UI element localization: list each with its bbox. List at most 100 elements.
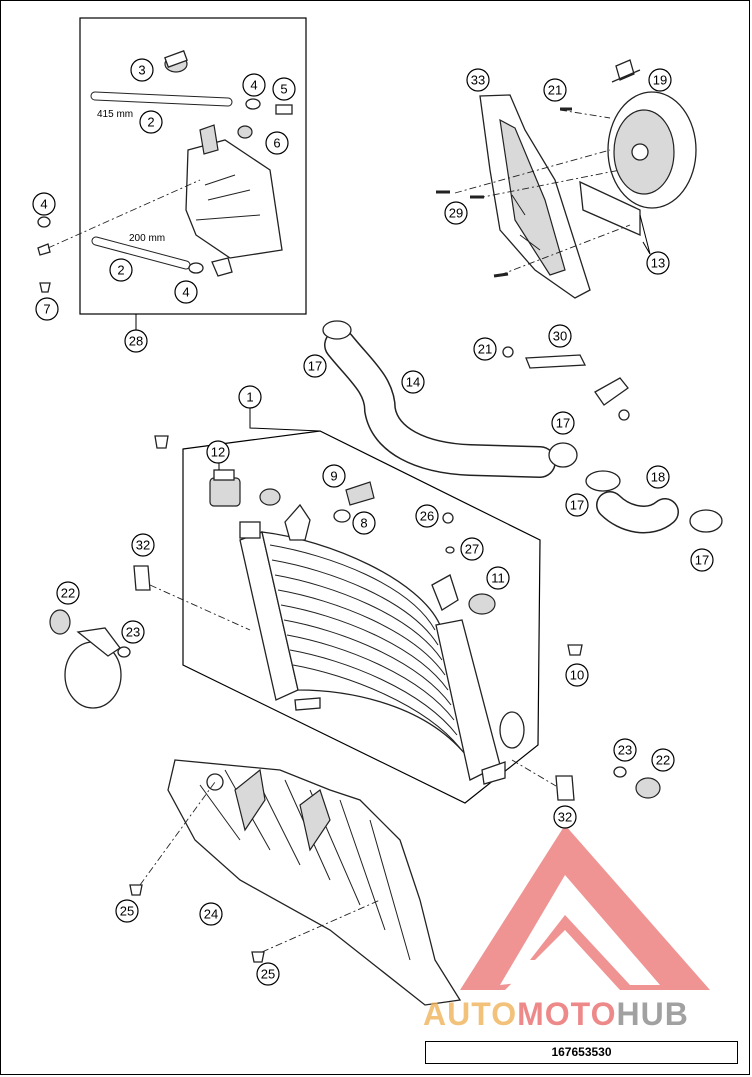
svg-text:30: 30 xyxy=(553,329,567,344)
callout-25-lower: 25 xyxy=(256,962,280,986)
svg-text:21: 21 xyxy=(478,342,492,357)
svg-text:33: 33 xyxy=(471,73,485,88)
callout-17-hose-top: 17 xyxy=(303,354,327,378)
screws-25 xyxy=(129,884,265,963)
fan-assembly-leaders xyxy=(454,109,631,276)
svg-text:4: 4 xyxy=(182,285,189,300)
callout-23-left: 23 xyxy=(121,620,145,644)
svg-text:19: 19 xyxy=(653,73,667,88)
watermark-logo xyxy=(460,825,710,990)
callout-17-right-middle: 17 xyxy=(565,493,589,517)
callout-11: 11 xyxy=(486,566,510,590)
watermark-wordmark: AUTOMOTOHUB xyxy=(423,996,689,1033)
callout-21-middle: 21 xyxy=(473,337,497,361)
cooling-fan xyxy=(579,59,697,236)
svg-text:21: 21 xyxy=(548,83,562,98)
fan-screws xyxy=(436,107,572,278)
svg-text:23: 23 xyxy=(618,743,632,758)
callout-32-left: 32 xyxy=(131,533,155,557)
svg-text:2: 2 xyxy=(117,263,124,278)
svg-text:3: 3 xyxy=(138,63,145,78)
grommet-11 xyxy=(468,593,496,615)
callout-26: 26 xyxy=(415,504,439,528)
svg-text:4: 4 xyxy=(250,78,257,93)
callout-2-short-hose: 2 xyxy=(109,258,133,282)
callout-4-bottom: 4 xyxy=(174,280,198,304)
svg-text:25: 25 xyxy=(261,967,275,982)
callout-7: 7 xyxy=(35,297,59,321)
callout-6: 6 xyxy=(265,131,289,155)
svg-text:6: 6 xyxy=(273,136,280,151)
watermark-text-auto: AUTO xyxy=(423,996,518,1032)
expansion-tank-kit-box xyxy=(37,17,307,315)
watermark-text-hub: HUB xyxy=(616,996,689,1032)
svg-text:14: 14 xyxy=(406,375,420,390)
callout-30: 30 xyxy=(548,324,572,348)
svg-text:24: 24 xyxy=(204,907,218,922)
radiator-cap-12 xyxy=(209,469,241,507)
callout-19: 19 xyxy=(648,68,672,92)
svg-text:17: 17 xyxy=(308,359,322,374)
screw-top-left xyxy=(154,435,169,449)
callout-2-long-hose: 2 xyxy=(139,110,163,134)
callout-21-top: 21 xyxy=(543,78,567,102)
callout-17-right-upper: 17 xyxy=(551,411,575,435)
svg-text:10: 10 xyxy=(570,668,584,683)
svg-text:17: 17 xyxy=(556,416,570,431)
svg-text:17: 17 xyxy=(570,498,584,513)
radiator xyxy=(239,503,525,785)
nut-26 xyxy=(442,512,454,524)
callout-4-left: 4 xyxy=(32,192,56,216)
washer-27 xyxy=(445,546,455,554)
temp-sensor-9 xyxy=(345,481,375,506)
svg-text:26: 26 xyxy=(420,509,434,524)
callout-13: 13 xyxy=(646,251,670,275)
radiator-hose-18 xyxy=(548,442,723,534)
callout-25-upper: 25 xyxy=(115,899,139,923)
svg-text:32: 32 xyxy=(558,810,572,825)
callout-33: 33 xyxy=(466,68,490,92)
clip-32-left xyxy=(133,565,151,591)
svg-text:25: 25 xyxy=(120,904,134,919)
callout-1: 1 xyxy=(238,385,262,409)
callout-4-top: 4 xyxy=(242,73,266,97)
callout-10: 10 xyxy=(565,663,589,687)
svg-text:13: 13 xyxy=(651,256,665,271)
callout-28: 28 xyxy=(124,329,148,353)
callout-12: 12 xyxy=(206,440,230,464)
svg-text:22: 22 xyxy=(61,586,75,601)
drawing-number-box: 167653530 xyxy=(425,1041,738,1064)
rubber-buffer-22 xyxy=(635,777,661,799)
nut-23 xyxy=(613,766,627,778)
svg-text:9: 9 xyxy=(330,469,337,484)
svg-text:7: 7 xyxy=(43,302,50,317)
svg-text:4: 4 xyxy=(40,197,47,212)
svg-text:1: 1 xyxy=(246,390,253,405)
bracket-30 xyxy=(525,354,587,369)
horn-22 xyxy=(49,609,122,709)
svg-text:2: 2 xyxy=(147,115,154,130)
fan-shroud xyxy=(479,94,591,299)
callout-3: 3 xyxy=(130,58,154,82)
bracket-plate xyxy=(594,377,629,406)
watermark-text-moto: MOTO xyxy=(517,996,617,1032)
callout-9: 9 xyxy=(322,464,346,488)
svg-text:18: 18 xyxy=(651,470,665,485)
svg-text:28: 28 xyxy=(129,334,143,349)
o-ring-8 xyxy=(333,509,351,523)
clip-32-right xyxy=(555,775,575,801)
svg-text:27: 27 xyxy=(465,542,479,557)
svg-text:5: 5 xyxy=(280,82,287,97)
callout-18: 18 xyxy=(646,465,670,489)
callout-17-right-lower: 17 xyxy=(690,548,714,572)
radiator-hose-14 xyxy=(322,320,556,478)
callout-24: 24 xyxy=(199,902,223,926)
dimension-label-200: 200 mm xyxy=(129,233,165,244)
callout-22-left: 22 xyxy=(56,581,80,605)
callout-32-right: 32 xyxy=(553,805,577,829)
svg-text:23: 23 xyxy=(126,625,140,640)
callout-29: 29 xyxy=(444,201,468,225)
callout-22-right: 22 xyxy=(651,748,675,772)
